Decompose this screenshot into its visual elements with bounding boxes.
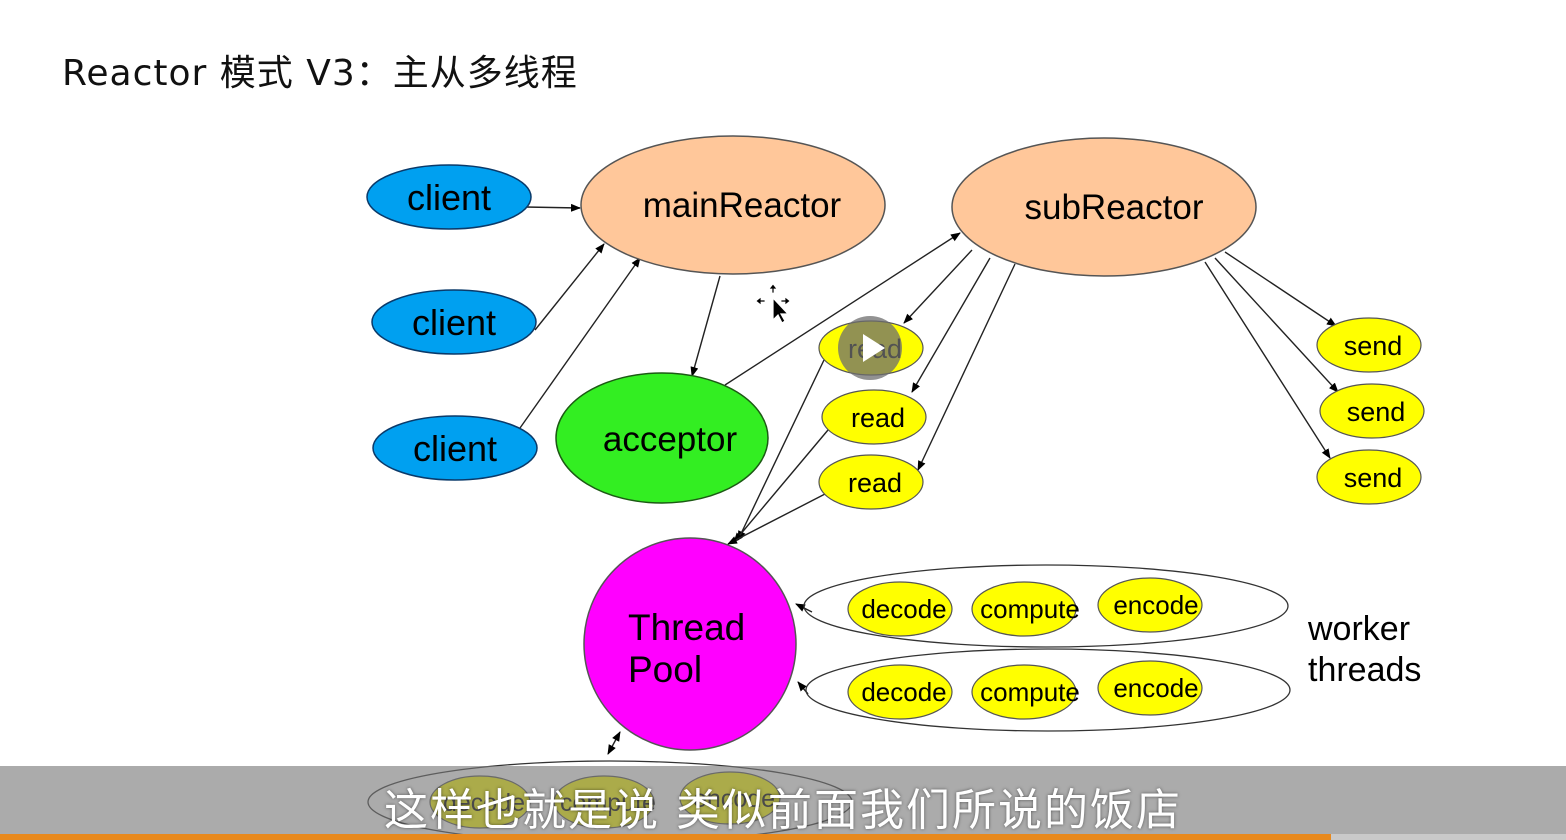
read-label: read — [848, 468, 902, 498]
arrow-sub-send1 — [1224, 251, 1337, 327]
send-node: send — [1316, 449, 1422, 505]
main-reactor-node: mainReactor — [580, 135, 886, 275]
worker-threads-label-line2: threads — [1308, 651, 1421, 689]
video-progress-fill — [0, 834, 1332, 840]
connectors — [519, 203, 1339, 755]
arrow-client1-main — [524, 203, 581, 212]
sub-reactor-node: subReactor — [951, 137, 1257, 277]
client-label: client — [412, 302, 496, 343]
arrow-sub-send3 — [1204, 261, 1331, 459]
arrow-sub-read1 — [903, 249, 973, 324]
client-label: client — [407, 177, 491, 218]
read-node: read — [818, 454, 924, 510]
client-node: client — [371, 289, 537, 355]
arrow-client3-main — [519, 257, 641, 429]
compute-label: compute — [980, 677, 1080, 707]
arrow-sub-send2 — [1214, 257, 1339, 393]
arrow-pool-group3 — [607, 731, 621, 755]
subtitle-text: 这样也就是说 类似前面我们所说的饭店 — [384, 785, 1182, 836]
decode-label: decode — [861, 594, 946, 624]
encode-label: encode — [1113, 590, 1198, 620]
send-label: send — [1344, 463, 1403, 493]
thread-pool-label-line1: Thread — [628, 607, 745, 648]
decode-label: decode — [861, 677, 946, 707]
arrow-read3-pool — [727, 493, 826, 545]
arrow-main-acceptor — [690, 275, 721, 377]
acceptor-label: acceptor — [603, 420, 738, 459]
move-cursor-icon — [756, 284, 790, 324]
client-node: client — [366, 164, 532, 230]
read-label: read — [851, 403, 905, 433]
arrow-acceptor-sub — [724, 232, 961, 386]
thread-pool-label-line2: Pool — [628, 649, 702, 690]
encode-label: encode — [1113, 673, 1198, 703]
arrow-sub-read2 — [911, 257, 991, 393]
arrow-client2-main — [534, 243, 605, 331]
arrow-read1-pool — [737, 359, 825, 541]
send-label: send — [1347, 397, 1406, 427]
slide-title: Reactor 模式 V3：主从多线程 — [62, 53, 578, 94]
subtitle-bar: 这样也就是说 类似前面我们所说的饭店 — [0, 766, 1566, 840]
main-reactor-label: mainReactor — [643, 186, 842, 225]
client-node: client — [372, 415, 538, 481]
send-node: send — [1316, 317, 1422, 373]
send-label: send — [1344, 331, 1403, 361]
read-node: read — [821, 389, 927, 445]
arrow-sub-read3 — [917, 263, 1016, 471]
sub-reactor-label: subReactor — [1025, 188, 1204, 227]
client-label: client — [413, 428, 497, 469]
thread-pool-node: Thread Pool — [583, 537, 797, 751]
compute-label: compute — [980, 594, 1080, 624]
video-progress-bar[interactable] — [0, 834, 1566, 840]
worker-threads-label-line1: worker — [1307, 610, 1410, 648]
send-node: send — [1319, 383, 1425, 439]
worker-thread-group: decode compute encode — [803, 564, 1289, 648]
worker-thread-group: decode compute encode — [805, 648, 1291, 732]
play-button[interactable] — [838, 316, 902, 380]
play-icon — [863, 334, 885, 362]
arrow-read2-pool — [733, 429, 829, 543]
acceptor-node: acceptor — [555, 372, 769, 504]
